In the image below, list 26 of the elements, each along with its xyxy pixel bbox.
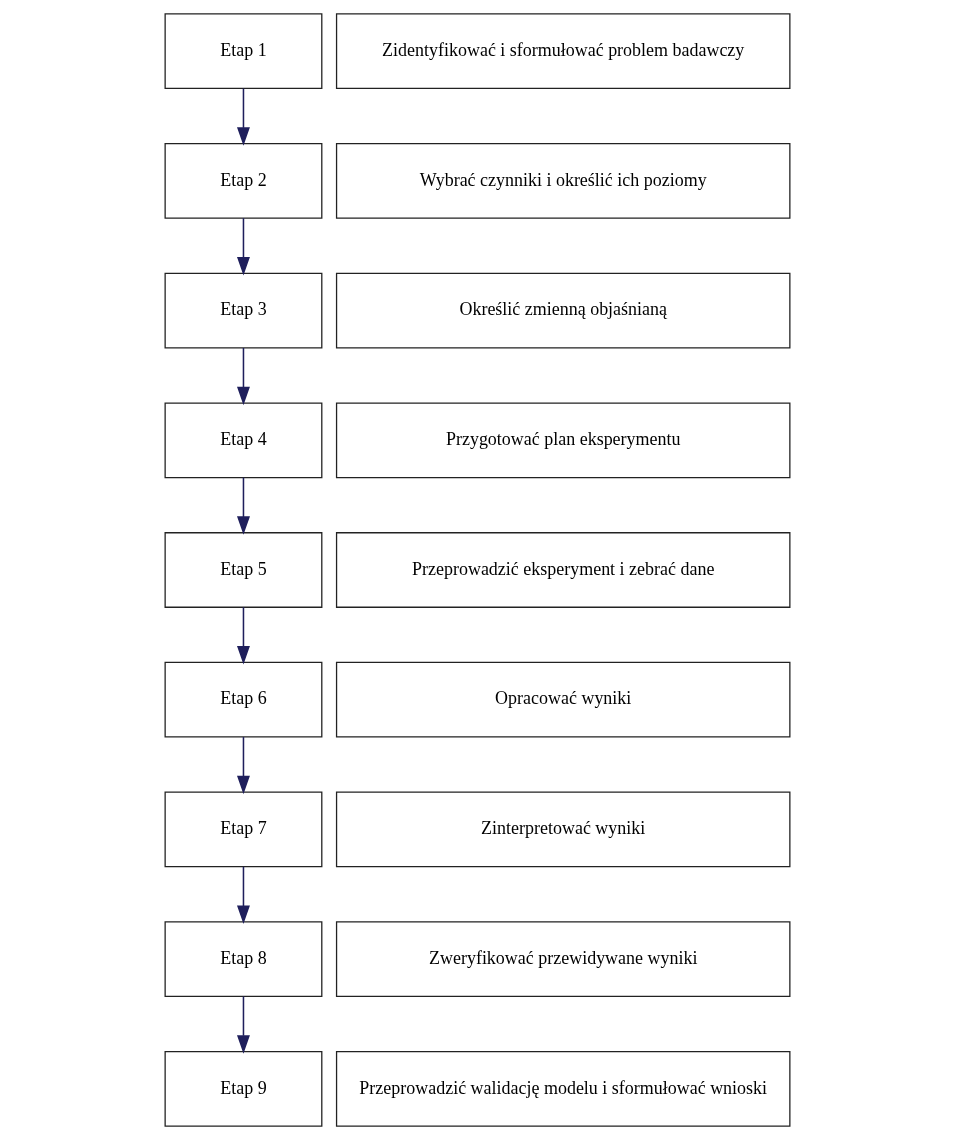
node-box: Wybrać czynniki i określić ich poziomy xyxy=(335,143,791,219)
node-box: Opracować wyniki xyxy=(335,661,791,738)
node-box: Przeprowadzić walidację modelu i sformułować wnioski xyxy=(335,1050,791,1127)
arrow xyxy=(237,736,250,795)
node-box: Etap 8 xyxy=(164,921,323,997)
arrow xyxy=(237,866,250,924)
node-box: Zidentyfikować i sformułować problem badawczy xyxy=(335,13,791,90)
arrow xyxy=(237,476,250,535)
node-box: Etap 2 xyxy=(164,143,323,219)
arrow xyxy=(237,347,250,406)
node-box: Etap 5 xyxy=(164,532,323,608)
node-box: Etap 6 xyxy=(164,661,323,738)
node-box: Etap 9 xyxy=(164,1050,323,1127)
node-box: Etap 7 xyxy=(164,791,323,868)
node-box: Przeprowadzić eksperyment i zebrać dane xyxy=(335,532,791,608)
node-box: Określić zmienną objaśnianą xyxy=(335,272,791,349)
node-box: Przygotować plan eksperymentu xyxy=(335,402,791,479)
arrow xyxy=(237,606,250,665)
node-box: Zweryfikować przewidywane wyniki xyxy=(335,921,791,997)
node-box: Etap 1 xyxy=(164,13,323,90)
arrow xyxy=(237,995,250,1054)
arrow xyxy=(237,87,250,146)
node-box: Etap 4 xyxy=(164,402,323,479)
arrow xyxy=(237,217,250,276)
node-box: Zinterpretować wyniki xyxy=(335,791,791,868)
node-box: Etap 3 xyxy=(164,272,323,349)
